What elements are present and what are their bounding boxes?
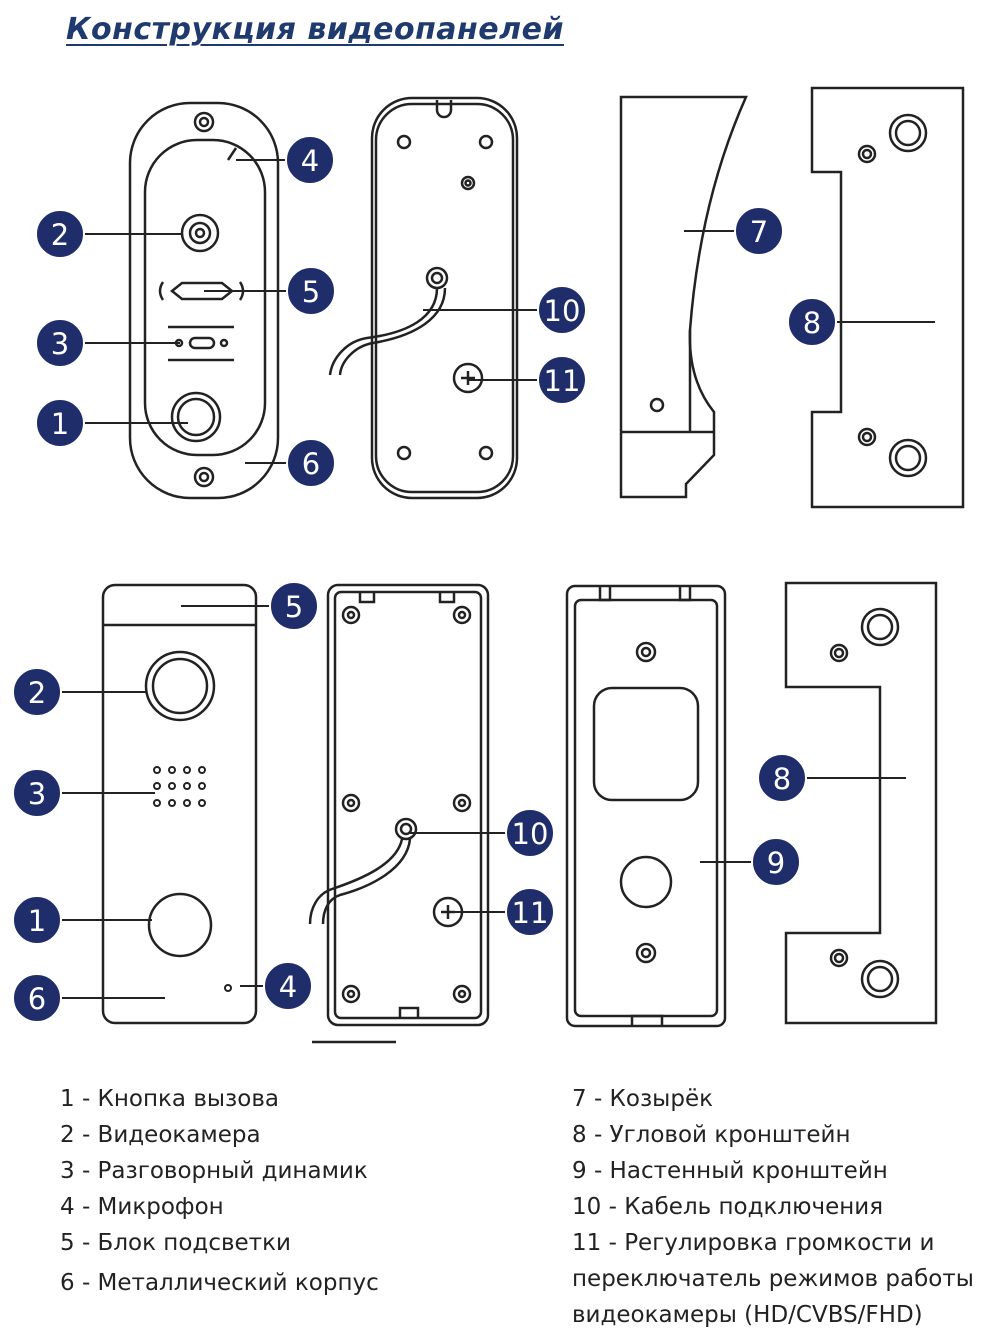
callout-top-11: 11: [544, 364, 581, 398]
legend-item: 3 - Разговорный динамик: [60, 1158, 368, 1184]
bottom-front-panel: [101, 583, 258, 1025]
bottom-wall-bracket: [565, 584, 727, 1028]
top-front-panel: [128, 101, 280, 500]
callout-bottom-6: 6: [28, 982, 46, 1016]
callout-bottom-10: 10: [512, 817, 549, 851]
top-corner-bracket: [810, 86, 965, 509]
callout-bottom-4: 4: [279, 970, 297, 1004]
legend-item: переключатель режимов работы: [572, 1266, 974, 1292]
legend-item: 9 - Настенный кронштейн: [572, 1158, 888, 1184]
callout-bottom-8: 8: [773, 762, 791, 796]
legend-item: 8 - Угловой кронштейн: [572, 1122, 851, 1148]
legend-right: 7 - Козырёк 8 - Угловой кронштейн 9 - На…: [572, 1081, 974, 1333]
callout-bottom-1: 1: [28, 904, 46, 938]
callout-top-7: 7: [750, 215, 768, 249]
top-visor: [619, 95, 748, 499]
callout-top-1: 1: [51, 407, 69, 441]
callout-top-5: 5: [302, 275, 320, 309]
bottom-back-panel: [308, 583, 490, 1044]
callout-top-3: 3: [51, 327, 69, 361]
callout-top-8: 8: [803, 306, 821, 340]
legend-item: 1 - Кнопка вызова: [60, 1086, 279, 1112]
bottom-corner-bracket: [784, 581, 938, 1025]
callout-top-4: 4: [301, 144, 319, 178]
legend-item: 11 - Регулировка громкости и: [572, 1230, 935, 1256]
callout-bottom-5: 5: [285, 590, 303, 624]
callout-top-2: 2: [51, 218, 69, 252]
legend-item: 7 - Козырёк: [572, 1086, 713, 1112]
legend-item: видеокамеры (HD/CVBS/FHD): [572, 1302, 923, 1328]
callout-top-6: 6: [302, 447, 320, 481]
legend-item: 5 - Блок подсветки: [60, 1230, 291, 1256]
callout-bottom-3: 3: [28, 777, 46, 811]
diagram-canvas: 4 2 5 3 1 6 10 11 7 8 5 2 3 1 6 4 10 11 …: [12, 86, 965, 1044]
legend-item: 10 - Кабель подключения: [572, 1194, 884, 1220]
legend-item: 4 - Микрофон: [60, 1194, 224, 1220]
callout-bottom-9: 9: [767, 846, 785, 880]
legend-left: 1 - Кнопка вызова 2 - Видеокамера 3 - Ра…: [60, 1081, 379, 1301]
top-back-panel: [328, 96, 519, 500]
legend-item: 6 - Металлический корпус: [60, 1270, 379, 1296]
page-title: Конструкция видеопанелей: [66, 12, 564, 47]
legend-item: 2 - Видеокамера: [60, 1122, 261, 1148]
callout-bottom-2: 2: [28, 676, 46, 710]
callout-top-10: 10: [544, 294, 581, 328]
callout-bottom-11: 11: [512, 896, 549, 930]
